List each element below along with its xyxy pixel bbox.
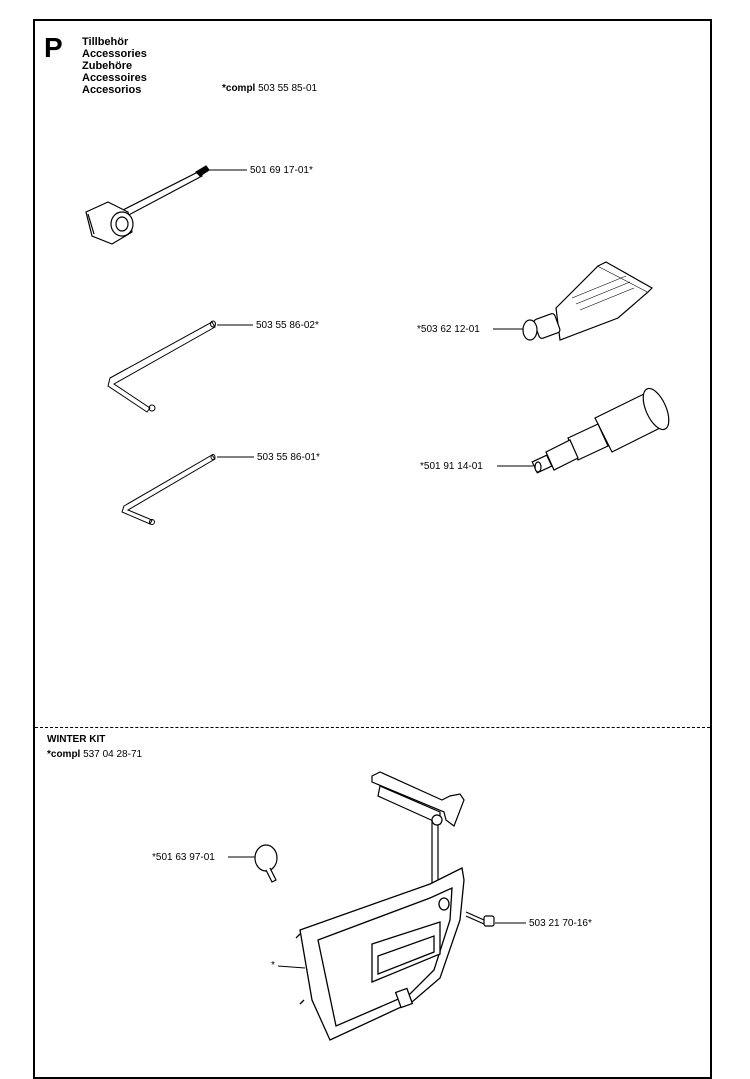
plug-icon: [254, 844, 278, 883]
label-grease-gun: *501 91 14-01: [420, 461, 483, 472]
winter-kit-compl: *compl 537 04 28-71: [47, 749, 142, 760]
label-cover: *: [271, 960, 275, 971]
lever-icon: [371, 771, 465, 886]
label-grease-tube: *503 62 12-01: [417, 324, 480, 335]
label-hex-key-small: 503 55 86-01*: [257, 452, 320, 463]
winter-kit-compl-label: *compl: [47, 749, 81, 760]
hex-key-small-icon: [121, 454, 216, 525]
title-english: Accessories: [82, 48, 147, 60]
leader-cover: [277, 965, 306, 969]
label-screw: 503 21 70-16*: [529, 918, 592, 929]
winter-kit-title: WINTER KIT: [47, 734, 106, 745]
section-letter: P: [44, 32, 63, 63]
title-german: Zubehöre: [82, 60, 133, 72]
label-hex-key-large: 503 55 86-02*: [256, 320, 319, 331]
section-titles: Tillbehör Accessories Zubehöre Accessoir…: [82, 36, 147, 96]
winter-kit-compl-number: 537 04 28-71: [83, 749, 143, 760]
section-divider: [35, 727, 710, 728]
title-spanish: Accesorios: [82, 84, 142, 96]
title-french: Accessoires: [82, 72, 147, 84]
grease-tube-icon: [522, 261, 653, 341]
compl-label: *compl: [222, 83, 256, 94]
title-swedish: Tillbehör: [82, 36, 129, 48]
compl-set: *compl 503 55 85-01: [222, 83, 317, 95]
screw-icon: [465, 911, 495, 927]
label-wrench: 501 69 17-01*: [250, 165, 313, 176]
cover-plate-icon: [295, 867, 465, 1041]
grease-gun-icon: [531, 387, 670, 474]
wrench-icon: [85, 165, 210, 245]
hex-key-large-icon: [107, 320, 216, 413]
compl-number: 503 55 85-01: [258, 83, 318, 94]
label-plug: *501 63 97-01: [152, 852, 215, 863]
